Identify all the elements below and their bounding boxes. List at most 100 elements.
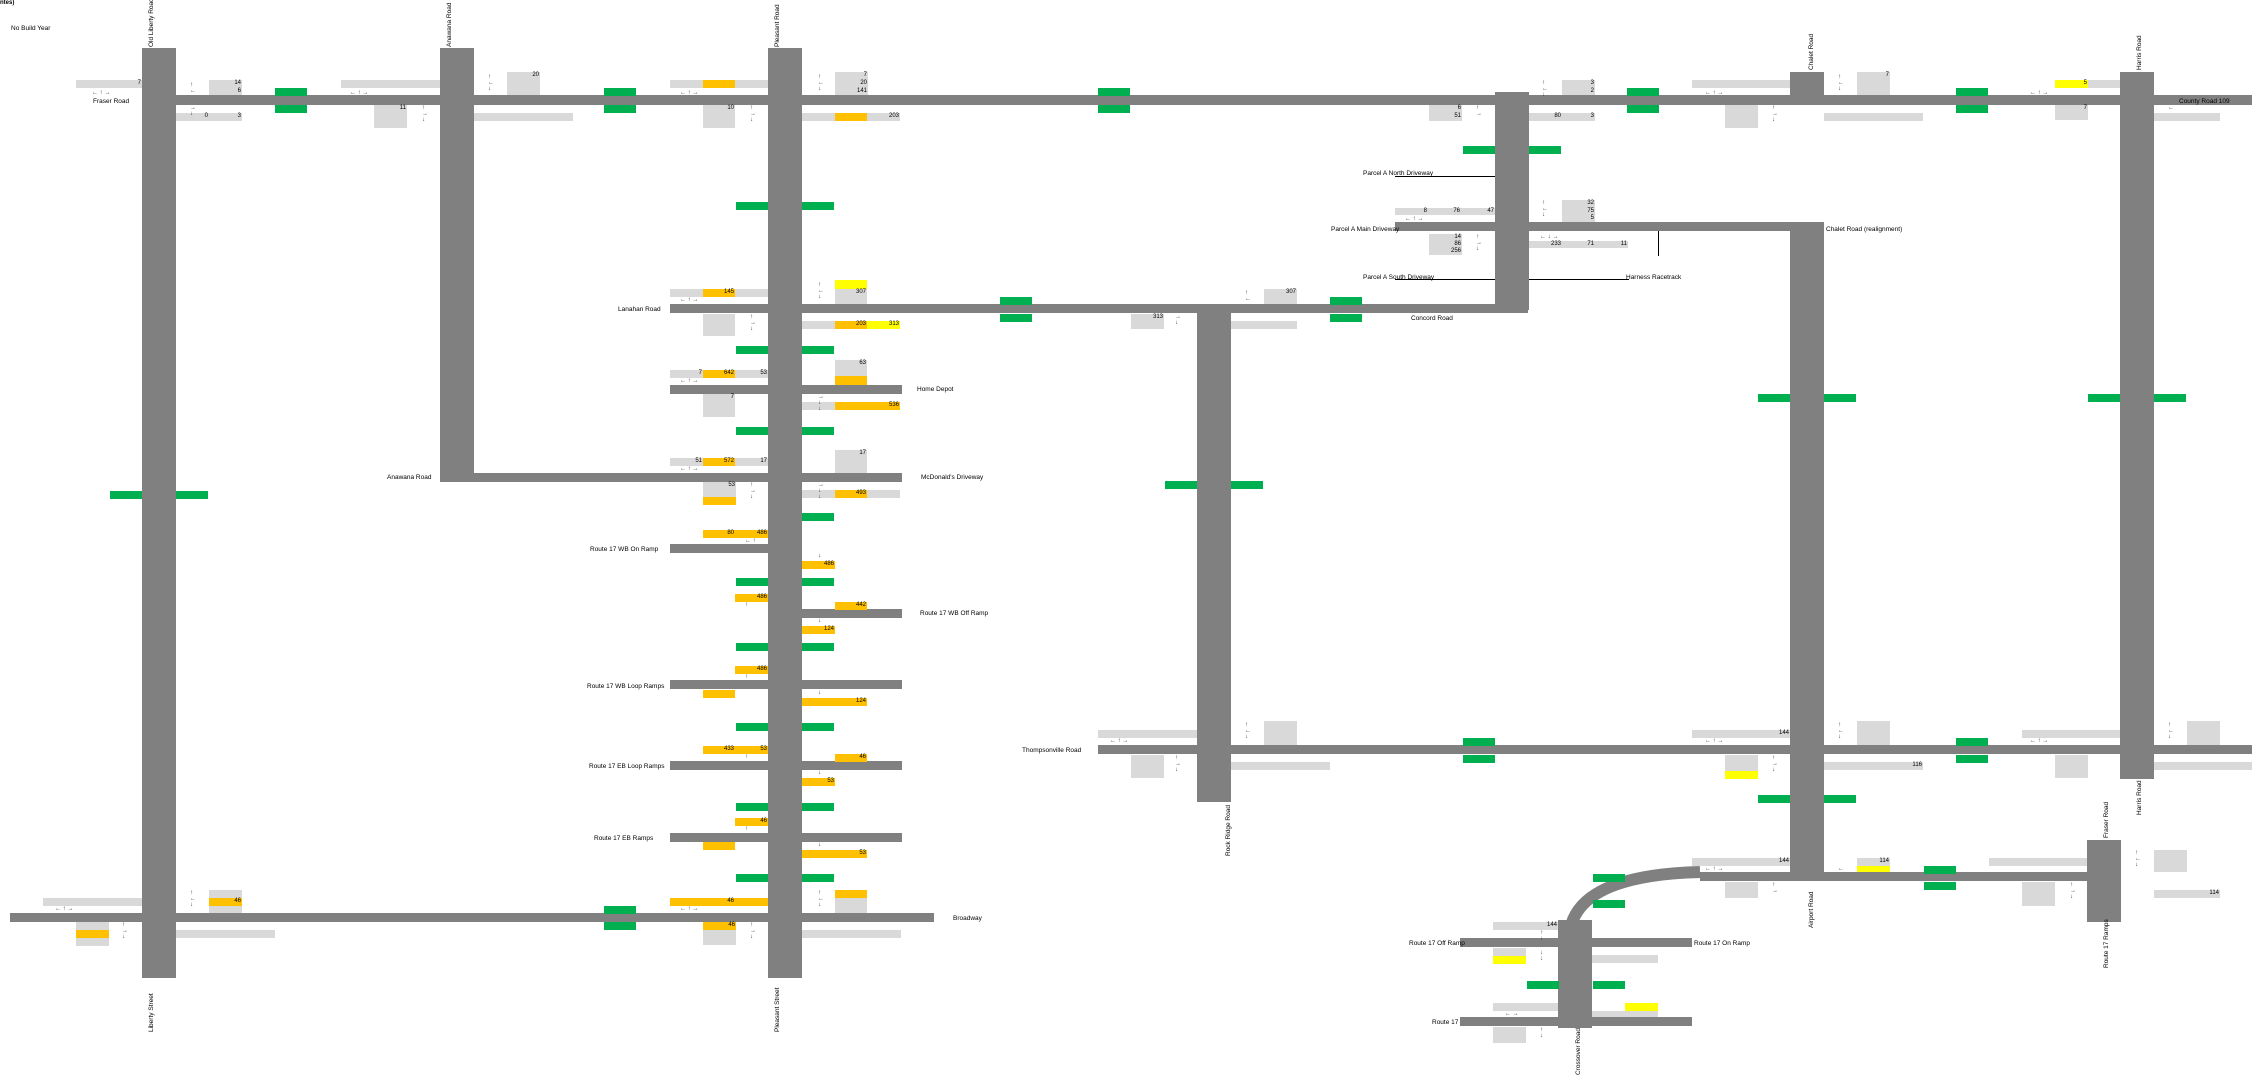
volume-cell: 7 xyxy=(1857,72,1890,95)
road-fraser-main xyxy=(142,95,2152,105)
label-route17-ramps: Route 17 Ramps xyxy=(2103,919,2110,968)
volume-cell: 203 xyxy=(835,321,867,329)
volume-cell: 20 xyxy=(507,72,540,95)
road-r17wb-loop xyxy=(670,680,902,689)
signal-marker xyxy=(1231,481,1263,489)
signal-marker xyxy=(1098,88,1130,96)
movement-arrows: ↑←↓ xyxy=(2168,722,2174,740)
signal-marker xyxy=(736,427,768,435)
volume-cell: 71 xyxy=(1562,241,1595,248)
movement-arrows: ← ↓ → xyxy=(1540,234,1559,240)
volume-cell xyxy=(43,898,142,906)
signal-marker xyxy=(604,922,636,930)
movement-arrows: ↑→↓ xyxy=(750,105,756,123)
movement-arrows: ↑→↓ xyxy=(1175,755,1181,773)
signal-marker xyxy=(1593,874,1625,882)
signal-marker xyxy=(802,346,834,354)
volume-cell xyxy=(1725,755,1758,771)
volume-cell: 2 xyxy=(1562,88,1595,95)
volume-cell xyxy=(1493,1003,1558,1011)
volume-cell: 124 xyxy=(802,626,835,634)
volume-cell xyxy=(1264,721,1297,745)
volume-cell: 6 xyxy=(209,88,242,95)
volume-cell xyxy=(835,890,867,898)
label-parcel-south: Parcel A South Driveway xyxy=(1363,274,1435,281)
volume-cell: 486 xyxy=(802,561,835,569)
volume-cell xyxy=(735,898,768,906)
signal-marker xyxy=(802,803,834,811)
volume-cell: 32 xyxy=(1562,200,1595,208)
volume-cell: 5 xyxy=(1562,215,1595,222)
volume-cell xyxy=(670,289,703,297)
parcel-north-line xyxy=(1395,176,1495,177)
label-r17eb-ramps: Route 17 EB Ramps xyxy=(594,835,654,842)
movement-arrows: ← ↑ → xyxy=(680,906,699,912)
signal-marker xyxy=(275,105,307,113)
volume-cell xyxy=(1725,105,1758,128)
volume-cell: 14 xyxy=(1429,234,1462,241)
signal-marker xyxy=(1956,755,1988,763)
road-lanahan xyxy=(670,304,1528,313)
label-home-depot: Home Depot xyxy=(917,386,954,393)
movement-arrows: ↓ xyxy=(818,618,821,624)
movement-arrows: ↑↓ xyxy=(1540,1027,1543,1039)
signal-marker xyxy=(2154,394,2186,402)
signal-marker xyxy=(604,906,636,914)
volume-cell xyxy=(1857,866,1890,872)
volume-cell: 10 xyxy=(703,105,735,128)
movement-arrows: ↑← xyxy=(190,82,196,94)
movement-arrows: ↑←↓ xyxy=(1838,722,1844,740)
volume-cell: 7 xyxy=(2055,105,2088,120)
label-thompsonville: Thompsonville Road xyxy=(1022,747,1082,754)
volume-cell xyxy=(703,314,735,336)
label-parcel-north: Parcel A North Driveway xyxy=(1363,170,1434,177)
road-route17-offon xyxy=(1460,938,1692,947)
signal-marker xyxy=(1956,105,1988,113)
movement-arrows: ↑→↓ xyxy=(1772,755,1778,773)
movement-arrows: ↑←↓ xyxy=(488,74,494,92)
road-r17eb-loop xyxy=(670,761,902,770)
volume-cell: 486 xyxy=(735,666,768,674)
signal-marker xyxy=(736,202,768,210)
signal-marker xyxy=(604,105,636,113)
road-r17wb-off xyxy=(802,609,902,618)
road-parcel-main xyxy=(1395,222,1824,231)
label-fraser-road-n: Fraser Road xyxy=(2103,801,2110,838)
volume-cell xyxy=(209,906,242,913)
movement-arrows: ↓ xyxy=(818,770,821,776)
volume-cell xyxy=(703,80,735,88)
movement-arrows: ↑→↓ xyxy=(750,922,756,940)
signal-marker xyxy=(1956,88,1988,96)
volume-cell xyxy=(1592,955,1658,963)
movement-arrows: ← ↑ → xyxy=(680,297,699,303)
volume-cell xyxy=(802,321,835,329)
road-pleasant xyxy=(768,48,802,978)
movement-arrows: ← ↑ → xyxy=(2030,738,2049,744)
volume-cell xyxy=(1725,882,1758,898)
volume-cell xyxy=(2187,721,2220,745)
movement-arrows: ← ↑ xyxy=(745,538,756,544)
volume-cell xyxy=(1098,730,1197,738)
signal-marker xyxy=(802,578,834,586)
volume-cell xyxy=(835,898,867,913)
volume-cell: 63 xyxy=(835,360,867,376)
volume-cell: 116 xyxy=(1824,762,1923,770)
volume-cell: 53 xyxy=(735,370,768,378)
label-airport-road: Airport Road xyxy=(1808,891,1815,929)
volume-cell xyxy=(703,930,736,945)
volume-cell xyxy=(474,113,573,121)
volume-cell: 307 xyxy=(1264,289,1297,304)
road-anawana-v xyxy=(440,48,474,476)
signal-marker xyxy=(1098,105,1130,113)
volume-cell: 46 xyxy=(835,754,867,762)
movement-arrows: ← ↑ → xyxy=(1705,738,1724,744)
page-title: ntes) xyxy=(0,0,15,6)
volume-cell xyxy=(1231,321,1297,329)
volume-cell: 51 xyxy=(1429,113,1462,121)
movement-arrows: ↑←↓ xyxy=(818,74,824,92)
scenario-label: No Build Year xyxy=(11,25,51,32)
signal-marker xyxy=(176,491,208,499)
movement-arrows: →↓ xyxy=(1175,314,1181,326)
signal-marker xyxy=(1593,981,1625,989)
signal-marker xyxy=(736,723,768,731)
